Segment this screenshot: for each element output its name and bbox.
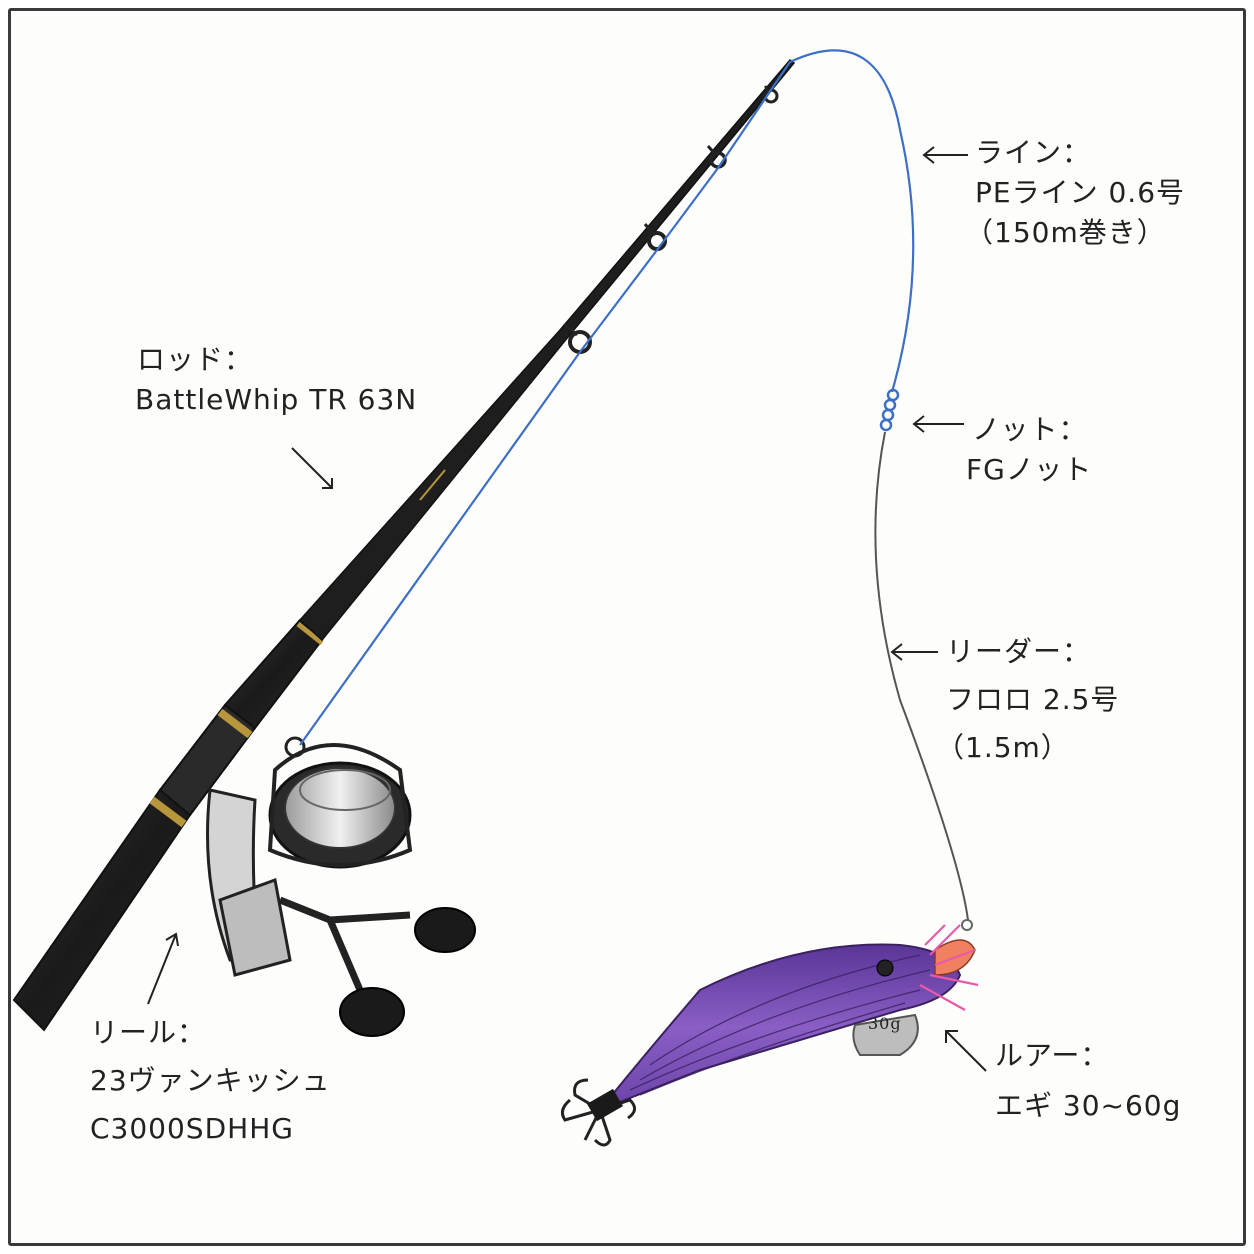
leader-label-title: リーダー：: [946, 635, 1092, 668]
leader-label-value: フロロ 2.5号: [946, 683, 1120, 716]
arrow-icon: [288, 444, 338, 499]
rod-label-title: ロッド：: [137, 343, 254, 376]
reel-illustration: [206, 736, 476, 1037]
reel-label-title: リール：: [90, 1016, 207, 1049]
diagram-frame: [8, 8, 1246, 1246]
knot-label: ノット： FGノット: [966, 410, 1092, 490]
lure-label-title: ルアー：: [995, 1039, 1110, 1072]
knot-label-value: FGノット: [966, 453, 1093, 486]
rod-label: ロッド： BattleWhip TR 63N: [135, 340, 418, 420]
leader-line: [874, 431, 969, 921]
line-label: ライン： PEライン 0.6号 （150m巻き）: [965, 133, 1186, 253]
rod-label-value: BattleWhip TR 63N: [135, 383, 418, 416]
fg-knot-illustration: [879, 388, 900, 432]
reel-label-value: 23ヴァンキッシュ: [90, 1064, 331, 1097]
leader-label: リーダー： フロロ 2.5号 （1.5m）: [936, 632, 1120, 768]
egi-weight-tag: 30g: [868, 1014, 902, 1033]
lure-label: ルアー： エギ 30~60g: [995, 1036, 1181, 1126]
leader-label-detail: （1.5m）: [936, 731, 1070, 764]
reel-label: リール： 23ヴァンキッシュ C3000SDHHG: [90, 1013, 331, 1149]
line-label-detail: （150m巻き）: [965, 216, 1166, 249]
arrow-icon: [142, 928, 182, 1013]
rod-illustration: [12, 58, 796, 1032]
knot-label-title: ノット：: [972, 413, 1088, 446]
arrow-icon: [940, 1025, 990, 1080]
pe-line: [299, 49, 915, 746]
egi-illustration: [560, 924, 979, 1147]
arrow-icon: [910, 412, 966, 441]
lure-label-value: エギ 30~60g: [995, 1089, 1182, 1122]
arrow-icon: [888, 640, 940, 669]
line-label-title: ライン：: [975, 136, 1092, 169]
line-label-value: PEライン 0.6号: [975, 176, 1186, 209]
reel-label-detail: C3000SDHHG: [90, 1112, 294, 1145]
arrow-icon: [920, 143, 970, 172]
